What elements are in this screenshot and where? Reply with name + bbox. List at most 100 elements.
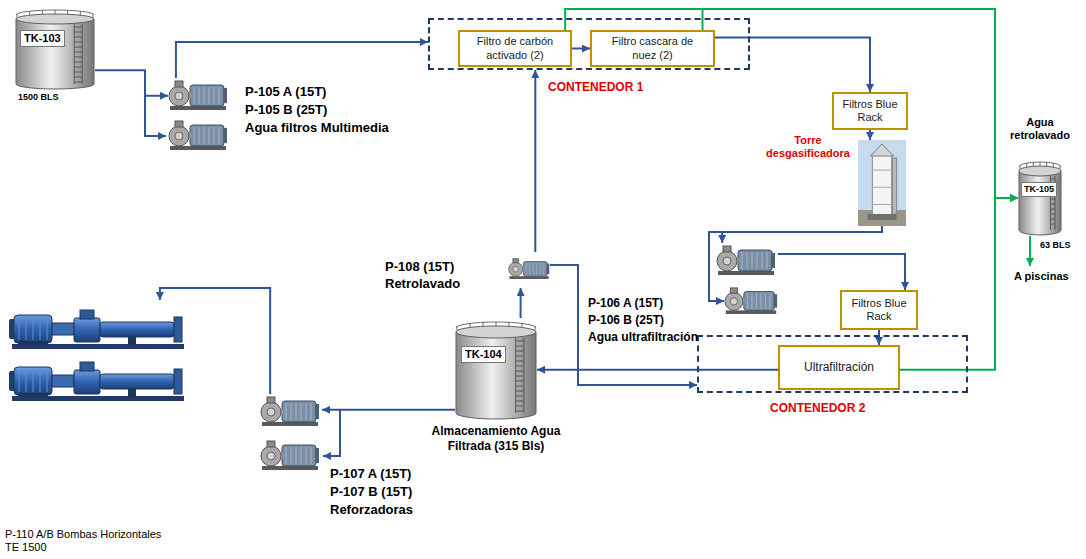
rail-post bbox=[1053, 163, 1054, 167]
motor-fin bbox=[751, 293, 752, 308]
motor-fin bbox=[214, 87, 215, 104]
ladder-rung bbox=[1051, 209, 1055, 210]
box-label: Filtros Blue Rack bbox=[848, 297, 910, 323]
coupling-guard bbox=[52, 375, 74, 387]
suction-port bbox=[80, 362, 94, 371]
filter-box: Filtro de carbón activado (2) bbox=[458, 30, 572, 67]
motor-fin bbox=[747, 293, 748, 308]
motor-fin bbox=[296, 447, 297, 464]
pipe-connector bbox=[550, 265, 697, 385]
pump-eye bbox=[513, 266, 519, 272]
ladder-rung bbox=[1051, 219, 1055, 220]
rail-post bbox=[17, 14, 18, 18]
motor-fin bbox=[209, 87, 210, 104]
ladder-rung bbox=[74, 77, 82, 78]
motor-fin bbox=[33, 370, 34, 392]
equipment-illustration bbox=[508, 252, 550, 288]
tank-rail bbox=[16, 10, 94, 15]
equipment-tag: P-105 A (15T) bbox=[245, 84, 326, 100]
tower-cap bbox=[870, 144, 893, 156]
pipe-connector bbox=[715, 37, 870, 92]
motor-fin bbox=[194, 87, 195, 104]
pipe-connector bbox=[322, 409, 455, 411]
tank-roof bbox=[1019, 166, 1061, 176]
pump-volute bbox=[725, 292, 743, 310]
motor-fin bbox=[526, 263, 527, 275]
motor-fin bbox=[301, 447, 302, 464]
filter-box: Filtros Blue Rack bbox=[840, 290, 918, 330]
pump-base bbox=[262, 422, 318, 426]
ladder-rung bbox=[516, 366, 524, 367]
motor-fan-cover bbox=[223, 128, 227, 143]
motor-fin bbox=[204, 87, 205, 104]
tower-band bbox=[872, 187, 891, 188]
centrifugal-pump bbox=[509, 259, 550, 279]
tank-rail bbox=[1019, 162, 1061, 167]
rail-post bbox=[522, 323, 523, 327]
pipe-connector bbox=[722, 226, 882, 243]
rail-post bbox=[1060, 165, 1061, 169]
pump-nozzle bbox=[730, 288, 737, 293]
motor-fin bbox=[33, 318, 34, 340]
motor-fin bbox=[767, 252, 768, 269]
tank-roof bbox=[16, 14, 94, 24]
tower-base bbox=[868, 214, 897, 220]
equipment-tag: TK-105 bbox=[1021, 182, 1057, 197]
suction-port bbox=[80, 310, 94, 319]
rail-post bbox=[1040, 162, 1041, 166]
motor-body bbox=[14, 367, 52, 395]
ladder-rung bbox=[74, 52, 82, 53]
pump-group: P-108 (15T)Retrolavado bbox=[508, 252, 550, 288]
ladder-rung bbox=[516, 361, 524, 362]
ladder-rung bbox=[516, 371, 524, 372]
ladder-rung bbox=[74, 57, 82, 58]
rail-post bbox=[1026, 163, 1027, 167]
motor-fin bbox=[301, 403, 302, 420]
equipment-illustration bbox=[250, 394, 322, 472]
ladder-rung bbox=[516, 376, 524, 377]
ladder-rung bbox=[74, 37, 82, 38]
stator-barrel bbox=[100, 322, 174, 337]
pump-base bbox=[170, 106, 226, 110]
rail-post bbox=[55, 10, 56, 14]
motor-fin bbox=[291, 447, 292, 464]
pipe-connector bbox=[176, 42, 428, 78]
rail-post bbox=[470, 323, 471, 327]
motor-fin bbox=[40, 318, 41, 340]
motor-body bbox=[738, 250, 772, 271]
pipe-connector bbox=[572, 48, 590, 50]
equipment-illustration bbox=[455, 318, 537, 420]
equipment-tag: P-105 B (25T) bbox=[245, 102, 327, 118]
pipe-connector bbox=[520, 288, 522, 318]
equipment-tag: CONTENEDOR 2 bbox=[770, 401, 865, 415]
rail-post bbox=[535, 327, 536, 331]
outlet-line bbox=[1029, 236, 1031, 266]
pump-eye bbox=[175, 92, 183, 100]
suction-branch bbox=[323, 410, 340, 456]
tower-band bbox=[872, 204, 891, 205]
ladder-rung bbox=[516, 341, 524, 342]
motor-fin bbox=[756, 293, 757, 308]
ladder-rung bbox=[74, 32, 82, 33]
storage-tank: TK-104Almacenamiento Agua Filtrada (315 … bbox=[455, 318, 537, 420]
motor-fan-cover bbox=[771, 253, 775, 268]
pump-volute bbox=[717, 251, 737, 271]
motor-fan-cover bbox=[547, 264, 550, 275]
pump-nozzle bbox=[267, 441, 275, 447]
suction-housing bbox=[74, 318, 100, 342]
equipment-tag: Retrolavado bbox=[385, 276, 460, 292]
pipe-connector bbox=[95, 70, 168, 95]
pump-group: P-106 A (15T)P-106 B (25T)Agua ultrafilt… bbox=[716, 243, 778, 319]
discharge-flange bbox=[174, 317, 182, 342]
ladder-rung bbox=[74, 62, 82, 63]
equipment-tag: P-106 A (15T) bbox=[588, 296, 663, 311]
motor-fin bbox=[757, 252, 758, 269]
filter-box: Ultrafiltración bbox=[778, 345, 900, 390]
pipe-connector bbox=[900, 198, 1018, 370]
equipment-tag: Reforzadoras bbox=[330, 502, 413, 518]
motor-fin bbox=[533, 263, 534, 275]
pump-nozzle bbox=[267, 397, 275, 403]
